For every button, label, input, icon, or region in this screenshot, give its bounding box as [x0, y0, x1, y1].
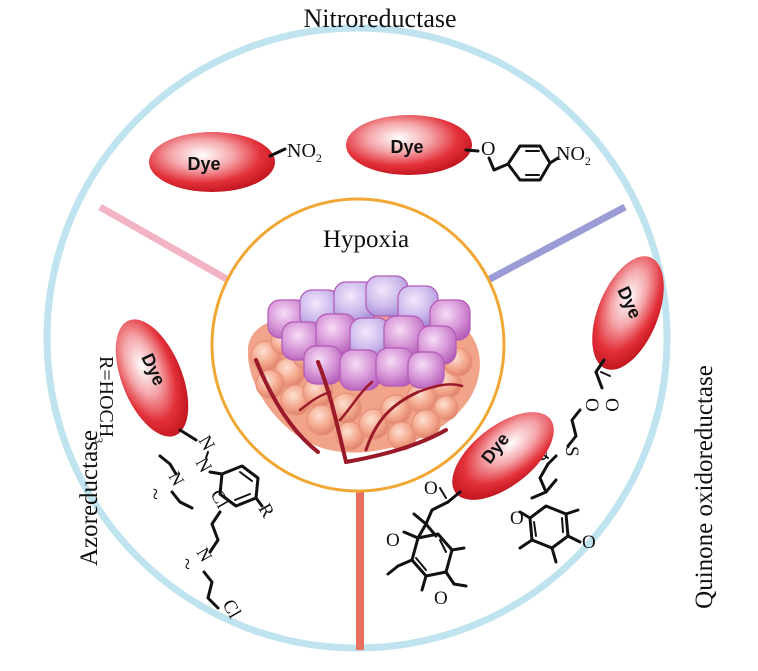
r-group: R — [254, 500, 279, 522]
oxygen-atom: O — [582, 532, 596, 553]
bond — [178, 428, 198, 442]
no2-group-1: NO2 — [287, 140, 322, 165]
methyl — [452, 582, 468, 588]
no2-group-2: NO2 — [556, 143, 591, 168]
chlorine-atom: Cl — [206, 486, 233, 512]
ethyl-chain — [170, 490, 194, 510]
azo-aromatic — [208, 464, 264, 508]
quinone-ring-icon — [518, 504, 582, 564]
hypoxia-label: Hypoxia — [323, 226, 409, 253]
benzyl-linker — [487, 144, 560, 182]
bond — [546, 454, 558, 466]
gem-methyl — [544, 478, 558, 494]
gem-methyl — [412, 512, 428, 526]
sulfur-atom: S — [561, 446, 582, 457]
gem-methyl — [530, 490, 548, 500]
ester-chain — [566, 408, 582, 448]
tumor-tissue-icon — [247, 275, 480, 464]
dye-ellipse-icon — [346, 115, 472, 175]
r-definition: R=HOCH3 — [92, 356, 117, 443]
lactone-chain — [424, 500, 450, 526]
dye-ellipse-icon — [452, 412, 554, 500]
nitrogen-atom: N — [165, 468, 189, 489]
chloroethyl-chain — [202, 570, 220, 610]
bond — [446, 490, 462, 504]
oxygen-atom: O — [481, 138, 495, 160]
dye-ellipse-icon — [115, 319, 189, 437]
oxygen-atom: O — [424, 478, 438, 499]
azo-bond — [205, 451, 209, 459]
dye-label: Dye — [187, 154, 220, 174]
dye-2: Dye — [346, 115, 472, 175]
azoreductase-label: Azoreductase — [76, 430, 103, 566]
wave-mark: ~ — [175, 558, 200, 570]
carbonyl-bond — [439, 487, 447, 499]
oxygen-atom: O — [386, 530, 400, 551]
dye-label: Dye — [390, 137, 423, 157]
dye-5: Dye — [452, 412, 554, 500]
ethyl-chain — [158, 454, 178, 476]
oxygen-atom: O — [581, 398, 602, 412]
bond — [464, 148, 480, 153]
divider-top-right — [486, 203, 627, 284]
thioester-chain — [538, 462, 550, 494]
oxygen-atom: O — [510, 508, 524, 529]
wave-mark: ~ — [143, 488, 168, 500]
bond — [594, 370, 604, 390]
quinone-oxidoreductase-label: Quinone oxidoreductase — [691, 365, 718, 609]
chloroethyl-chain — [208, 510, 222, 554]
divider-top-left — [98, 203, 234, 286]
bond — [268, 147, 287, 158]
oxygen-atom: O — [434, 588, 448, 609]
bond — [416, 522, 428, 540]
oxygen-atom: O — [601, 398, 622, 412]
quinone-ring-icon — [396, 530, 466, 592]
dye-ellipse-icon — [149, 132, 275, 192]
dye-4: Dye — [592, 256, 664, 370]
nitroreductase-label: Nitroreductase — [303, 4, 456, 33]
bond — [594, 358, 606, 374]
methyl — [386, 564, 400, 576]
dye-3: Dye — [115, 319, 189, 437]
carbonyl-bond — [600, 371, 611, 377]
dye-1: Dye — [149, 132, 275, 192]
nitrogen-atom: N — [194, 432, 219, 455]
dye-ellipse-icon — [592, 256, 664, 370]
